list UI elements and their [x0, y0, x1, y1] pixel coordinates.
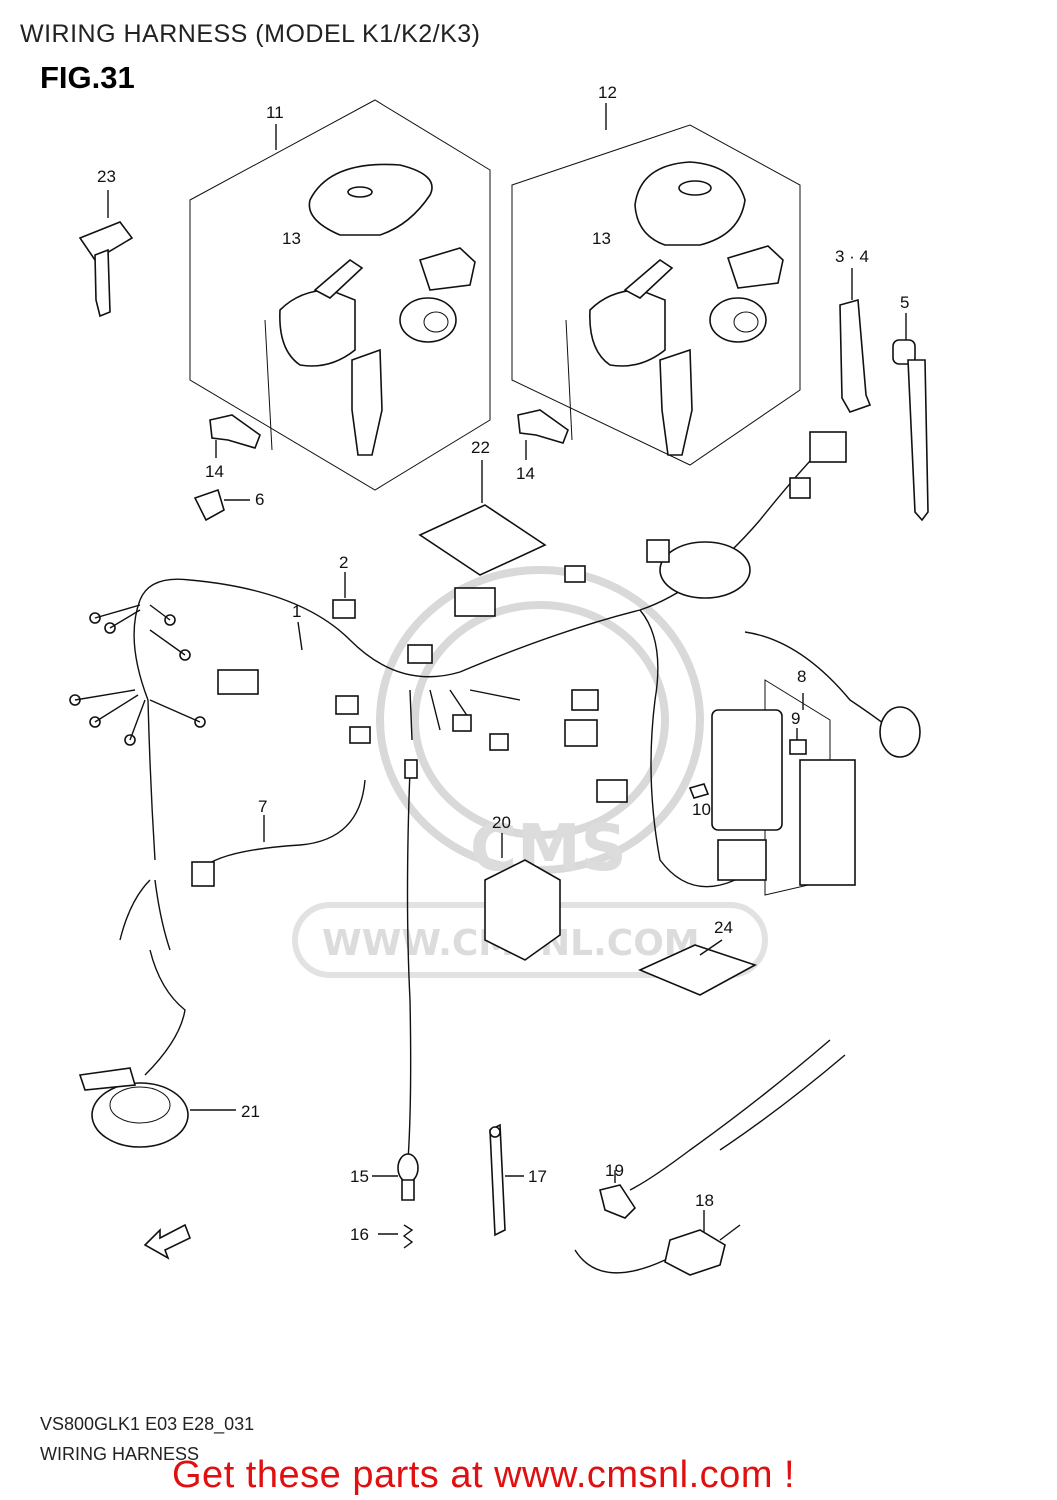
callout-1: 1: [292, 602, 301, 621]
ignition-set-j-box: [511, 103, 801, 466]
section-name: WIRING HARNESS: [40, 1444, 200, 1464]
callout-24: 24: [714, 918, 733, 937]
small-connector: [332, 572, 356, 619]
callout-13-right: 13: [592, 229, 611, 248]
callout-19: 19: [605, 1161, 624, 1180]
bracket: [839, 268, 872, 413]
callout-22: 22: [471, 438, 490, 457]
callout-numbers: 1 2 3 · 4 5 6 7 8 9 10 11 12 13 13 14 14…: [97, 83, 909, 1244]
fuse-box: [688, 631, 921, 896]
callout-16: 16: [350, 1225, 369, 1244]
callout-23: 23: [97, 167, 116, 186]
horn: [78, 879, 236, 1148]
callout-14-left: 14: [205, 462, 224, 481]
bolts: [209, 409, 569, 460]
callout-9: 9: [791, 709, 800, 728]
callout-21: 21: [241, 1102, 260, 1121]
callout-2: 2: [339, 553, 348, 572]
callout-20: 20: [492, 813, 511, 832]
promo-link[interactable]: Get these parts at www.cmsnl.com !: [172, 1454, 796, 1496]
callout-8: 8: [797, 667, 806, 686]
callout-13-left: 13: [282, 229, 301, 248]
callout-18: 18: [695, 1191, 714, 1210]
instruction-sheet: [637, 939, 757, 996]
cable-tie: [892, 313, 929, 522]
callout-3-4: 3 · 4: [835, 247, 869, 266]
clip: [193, 488, 250, 522]
page-title: WIRING HARNESS (MODEL K1/K2/K3): [20, 20, 481, 48]
diagram-code: VS800GLK1 E03 E28_031: [40, 1414, 255, 1434]
stay: [489, 1123, 524, 1237]
callout-6: 6: [255, 490, 264, 509]
callout-5: 5: [900, 293, 909, 312]
ignition-set-k-box: [189, 99, 491, 491]
callout-14-right: 14: [516, 464, 535, 483]
label-sheet: [418, 460, 547, 576]
sub-harness: [191, 779, 366, 887]
callout-17: 17: [528, 1167, 547, 1186]
main-wiring-harness: [69, 431, 847, 888]
sensor-lead: [372, 759, 419, 1249]
sensor-and-bolt: [574, 1039, 846, 1276]
spare-key: [78, 190, 134, 318]
figure-number: FIG.31: [40, 60, 135, 95]
callout-11: 11: [266, 103, 284, 122]
callout-15: 15: [350, 1167, 369, 1186]
callout-7: 7: [258, 797, 267, 816]
forward-arrow-icon: [143, 1223, 192, 1260]
callout-12: 12: [598, 83, 617, 102]
relay: [484, 833, 561, 961]
callout-10: 10: [692, 800, 711, 819]
